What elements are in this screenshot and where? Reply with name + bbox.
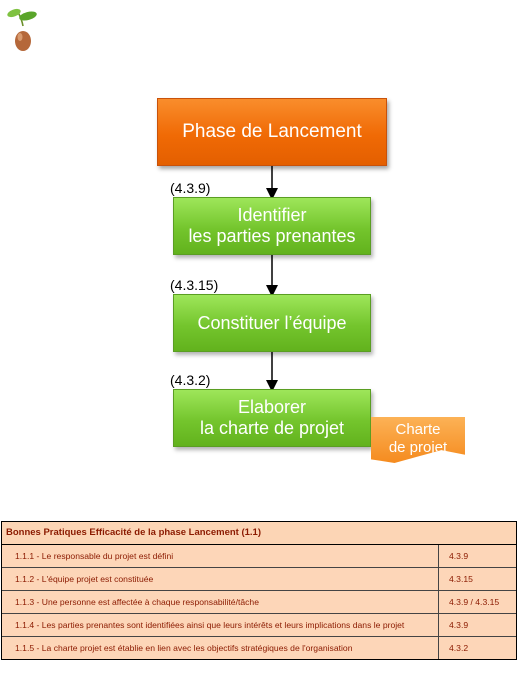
table-row: 1.1.4 - Les parties prenantes sont ident… — [2, 614, 516, 637]
practice-ref: 4.3.9 — [439, 614, 516, 636]
table-row: 1.1.1 - Le responsable du projet est déf… — [2, 545, 516, 568]
table-row: 1.1.5 - La charte projet est établie en … — [2, 637, 516, 659]
cherry-sprout-icon — [7, 8, 37, 51]
practice-text: 1.1.4 - Les parties prenantes sont ident… — [2, 614, 439, 636]
step-elaborer-charte: Elaborer la charte de projet — [173, 389, 371, 447]
ref-step2: (4.3.15) — [170, 277, 219, 293]
ref-step1: (4.3.9) — [170, 180, 211, 196]
document-charte: Charte de projet — [371, 417, 465, 463]
step-label: Elaborer la charte de projet — [199, 397, 345, 438]
practice-text: 1.1.2 - L'équipe projet est constituée — [2, 568, 439, 590]
document-label: Charte de projet — [388, 421, 448, 456]
practices-title: Bonnes Pratiques Efficacité de la phase … — [2, 522, 516, 545]
practice-ref: 4.3.9 / 4.3.15 — [439, 591, 516, 613]
practice-ref: 4.3.9 — [439, 545, 516, 567]
practice-text: 1.1.3 - Une personne est affectée à chaq… — [2, 591, 439, 613]
table-row: 1.1.3 - Une personne est affectée à chaq… — [2, 591, 516, 614]
practices-table: Bonnes Pratiques Efficacité de la phase … — [1, 521, 517, 660]
practice-text: 1.1.1 - Le responsable du projet est déf… — [2, 545, 439, 567]
step-label: Identifier les parties prenantes — [188, 205, 356, 246]
practice-text: 1.1.5 - La charte projet est établie en … — [2, 637, 439, 659]
phase-box: Phase de Lancement — [157, 98, 387, 166]
table-row: 1.1.2 - L'équipe projet est constituée 4… — [2, 568, 516, 591]
practice-ref: 4.3.15 — [439, 568, 516, 590]
phase-box-label: Phase de Lancement — [182, 121, 362, 143]
step-constituer-equipe: Constituer l’équipe — [173, 294, 371, 352]
ref-step3: (4.3.2) — [170, 372, 211, 388]
step-label: Constituer l’équipe — [197, 312, 347, 333]
step-identifier-parties: Identifier les parties prenantes — [173, 197, 371, 255]
practice-ref: 4.3.2 — [439, 637, 516, 659]
